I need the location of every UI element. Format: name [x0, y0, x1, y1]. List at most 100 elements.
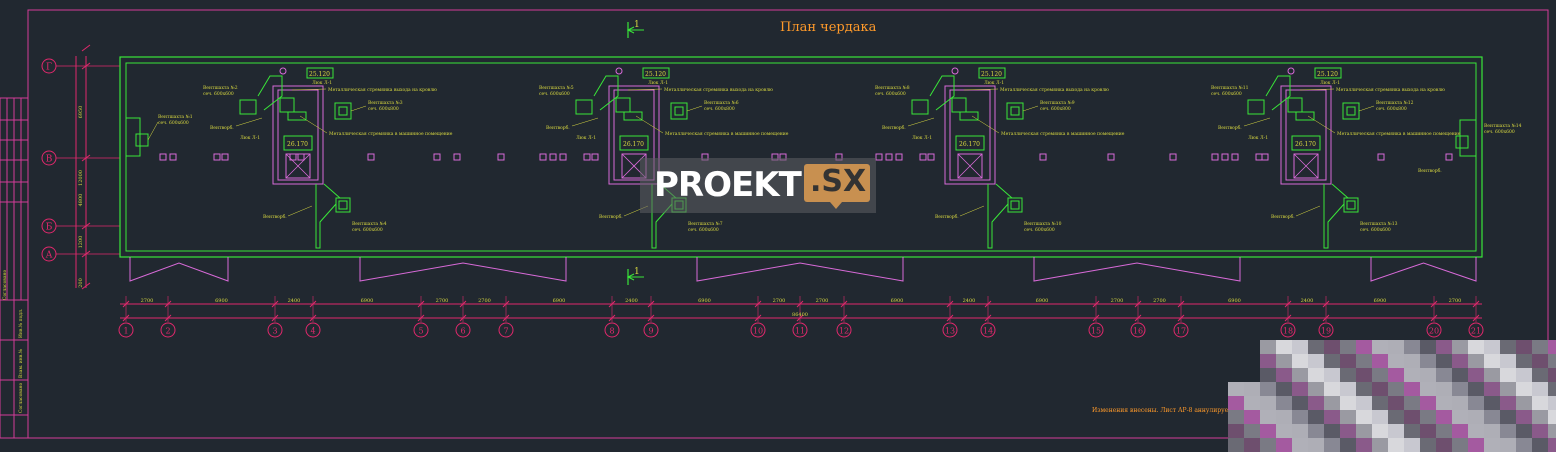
- blur-pixel: [1388, 340, 1404, 354]
- dim-tick: [122, 314, 130, 322]
- end-vent-duct-right: [1459, 119, 1477, 157]
- row-dim-label: 12000: [78, 170, 84, 186]
- vent-b-name: Вентшахта №9: [1040, 100, 1075, 106]
- blur-pixel: [1356, 382, 1372, 396]
- blur-pixel: [1228, 382, 1244, 396]
- hatch-label-left: Люк Л-1: [912, 135, 932, 141]
- column-dim-label: 2700: [141, 298, 154, 304]
- blur-pixel: [1340, 354, 1356, 368]
- dim-tick: [502, 300, 510, 308]
- roof-drain-mark: [1261, 153, 1269, 161]
- blur-pixel: [1532, 382, 1548, 396]
- watermark: PROEKT .SX: [640, 158, 876, 213]
- blur-pixel: [1308, 396, 1324, 410]
- vent-a-name: Вентшахта №11: [1211, 85, 1249, 91]
- blur-pixel: [1308, 410, 1324, 424]
- hatch-label-top: Люк Л-1: [312, 80, 332, 86]
- vent-c-name: Вентшахта №7: [688, 221, 723, 227]
- end-vent-right-duct: Вентворб.: [1418, 167, 1442, 174]
- elevation-top: 25.120: [981, 71, 1002, 78]
- column-axis-label: 7: [503, 327, 508, 336]
- row-dim-tick: [81, 250, 91, 258]
- elev-box: [1291, 135, 1321, 151]
- blur-pixel: [1276, 354, 1292, 368]
- blur-pixel: [1324, 438, 1340, 452]
- blur-pixel: [1548, 410, 1556, 424]
- lift-cabin: [957, 153, 983, 179]
- blur-pixel: [1308, 368, 1324, 382]
- leader: [1022, 105, 1039, 112]
- duct-low-label: Вентворб.: [599, 213, 623, 220]
- elev-box: [955, 135, 985, 151]
- ladder-roof-label: Металлическая стремянка выхода на кровлю: [664, 87, 773, 93]
- blur-pixel: [1468, 382, 1484, 396]
- section-mark-label: 1: [634, 20, 640, 30]
- blur-pixel: [1532, 340, 1548, 354]
- blur-pixel: [1372, 424, 1388, 438]
- vent-b-size: сеч. 600х800: [368, 106, 399, 112]
- roof-drain-mark: [1211, 153, 1219, 161]
- blur-pixel: [1324, 340, 1340, 354]
- leader: [963, 88, 999, 91]
- section-marks: 11: [626, 20, 644, 285]
- column-axis-label: 3: [272, 327, 277, 336]
- building-inner-wall: [125, 62, 1477, 252]
- row-axis-label: Б: [46, 223, 53, 233]
- blur-pixel: [1372, 382, 1388, 396]
- blur-pixel: [1484, 424, 1500, 438]
- vent-b-name: Вентшахта №3: [368, 100, 403, 106]
- row-dim-tick: [81, 282, 91, 290]
- dim-tick: [459, 300, 467, 308]
- leader: [299, 115, 328, 134]
- dim-tick: [796, 300, 804, 308]
- vent-c-size: сеч. 600х600: [352, 227, 383, 233]
- dim-tick: [1472, 314, 1480, 322]
- column-axis-bubble: [942, 322, 958, 338]
- dim-tick: [1322, 300, 1330, 308]
- roof-drain-mark: [1231, 153, 1239, 161]
- vent-b-name: Вентшахта №6: [704, 100, 739, 106]
- blur-pixel: [1404, 438, 1420, 452]
- parapet-slope: [696, 257, 904, 282]
- blur-pixel: [1276, 382, 1292, 396]
- blur-pixel: [1468, 354, 1484, 368]
- vent-c-duct: [323, 183, 341, 199]
- vent-a-name: Вентшахта №5: [539, 85, 574, 91]
- column-axis-label: 21: [1471, 327, 1481, 336]
- blur-pixel: [1292, 368, 1308, 382]
- blur-pixel: [1548, 382, 1556, 396]
- blur-pixel: [1548, 340, 1556, 354]
- end-vent-left: [135, 133, 149, 147]
- watermark-domain: .SX: [810, 164, 867, 199]
- ladder: [287, 111, 307, 121]
- blur-pixel: [1452, 382, 1468, 396]
- leader: [571, 117, 599, 127]
- column-axis-label: 11: [795, 327, 805, 336]
- roof-drain-mark: [497, 153, 505, 161]
- blur-pixel: [1404, 382, 1420, 396]
- blur-pixel: [1516, 368, 1532, 382]
- column-dimensions: 1270026900324004690052700627007690082400…: [118, 296, 1484, 338]
- column-axis-bubble: [1426, 322, 1442, 338]
- blur-pixel: [1436, 424, 1452, 438]
- vent-c-name: Вентшахта №10: [1024, 221, 1062, 227]
- hatch-label-left: Люк Л-1: [1248, 135, 1268, 141]
- blur-pixel: [1260, 354, 1276, 368]
- blur-pixel: [1340, 368, 1356, 382]
- column-axis-label: 12: [839, 327, 849, 336]
- vent-b-inner: [674, 106, 684, 116]
- blur-pixel: [1468, 410, 1484, 424]
- column-axis-bubble: [498, 322, 514, 338]
- column-mark: [615, 67, 623, 75]
- blur-pixel: [1340, 424, 1356, 438]
- leader: [291, 88, 327, 91]
- leader: [907, 117, 935, 127]
- vent-b-inner: [338, 106, 348, 116]
- column-axis-bubble: [792, 322, 808, 338]
- blur-pixel: [1548, 396, 1556, 410]
- blur-pixel: [1356, 424, 1372, 438]
- column-dim-label: 2400: [625, 298, 638, 304]
- vent-b-inner: [1346, 106, 1356, 116]
- dim-tick: [502, 314, 510, 322]
- vent-c-duct: [987, 184, 1009, 249]
